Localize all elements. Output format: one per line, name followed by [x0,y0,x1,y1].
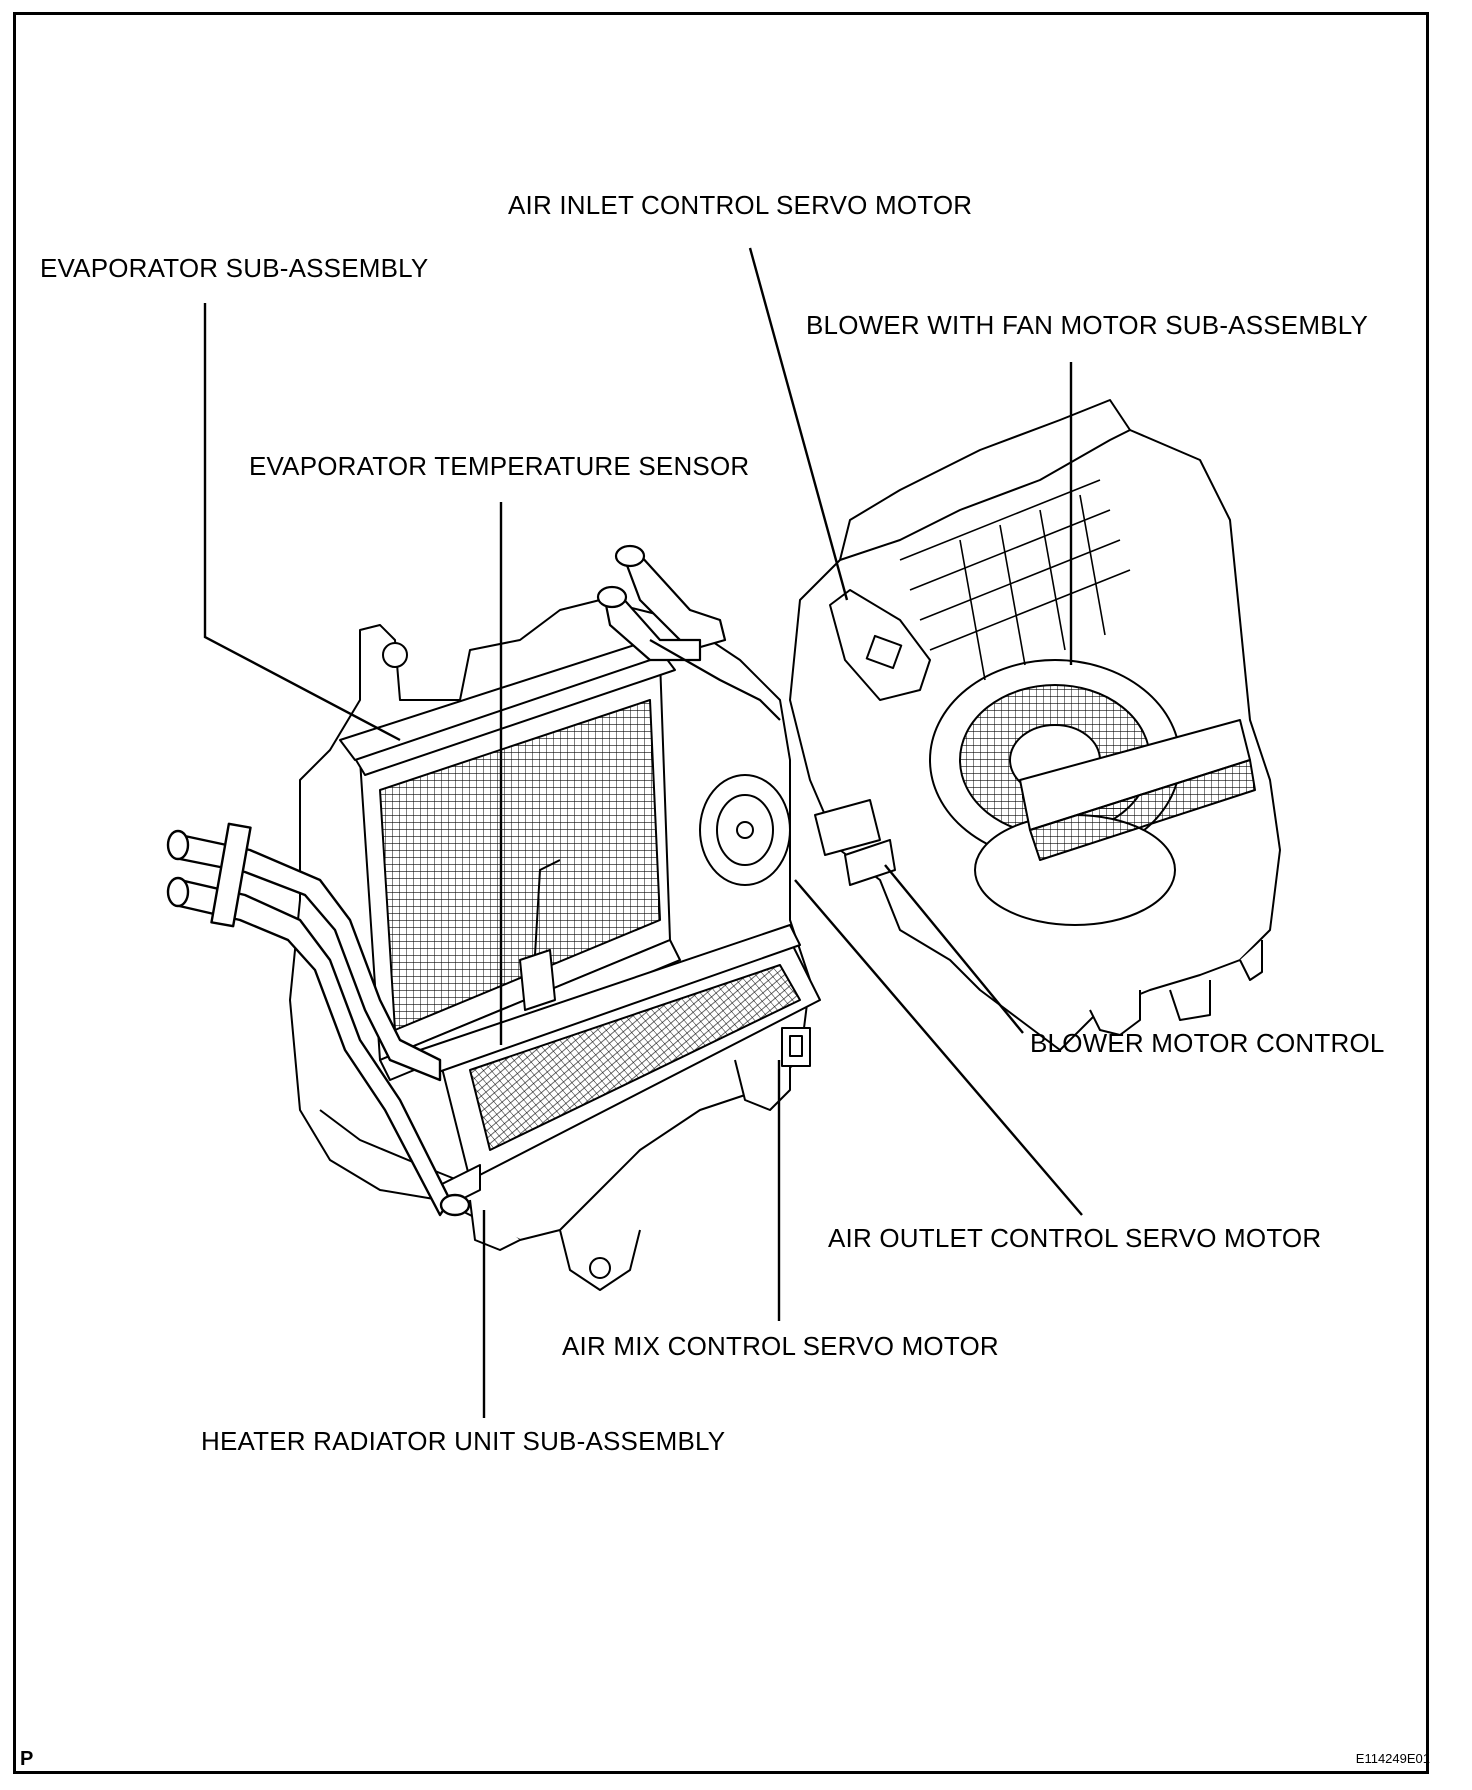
heater-pipes [166,822,471,1217]
leader-evaporator [203,303,401,742]
label-air-mix-control-servo-motor: AIR MIX CONTROL SERVO MOTOR [562,1331,999,1361]
air-outlet-servo-motor [699,774,791,886]
label-blower-motor-control: BLOWER MOTOR CONTROL [1030,1028,1385,1058]
evaporator-pipes-top [596,544,781,721]
figure-code: E114249E01 [1355,1751,1430,1766]
label-evaporator-sub-assembly: EVAPORATOR SUB-ASSEMBLY [40,253,429,283]
leader-lines [203,247,1083,1418]
heater-radiator [419,924,821,1211]
label-air-inlet-control-servo-motor: AIR INLET CONTROL SERVO MOTOR [508,190,973,220]
label-blower-with-fan-motor-sub-assembly: BLOWER WITH FAN MOTOR SUB-ASSEMBLY [806,310,1369,340]
figure-frame [13,12,1429,1774]
label-heater-radiator-unit-sub-assembly: HEATER RADIATOR UNIT SUB-ASSEMBLY [201,1426,726,1456]
corner-mark: P [20,1748,34,1770]
blower-motor-control-unit [814,799,896,886]
air-mix-servo-motor [781,1027,811,1067]
evaporator-temperature-sensor [519,859,561,1011]
label-evaporator-temperature-sensor: EVAPORATOR TEMPERATURE SENSOR [249,451,750,481]
blower-case [789,399,1281,1051]
air-inlet-servo-motor [829,589,931,701]
leader-air-outlet [794,879,1083,1216]
leader-blower-motor-control [884,864,1024,1034]
leader-air-inlet [748,247,849,601]
label-air-outlet-control-servo-motor: AIR OUTLET CONTROL SERVO MOTOR [828,1223,1322,1253]
